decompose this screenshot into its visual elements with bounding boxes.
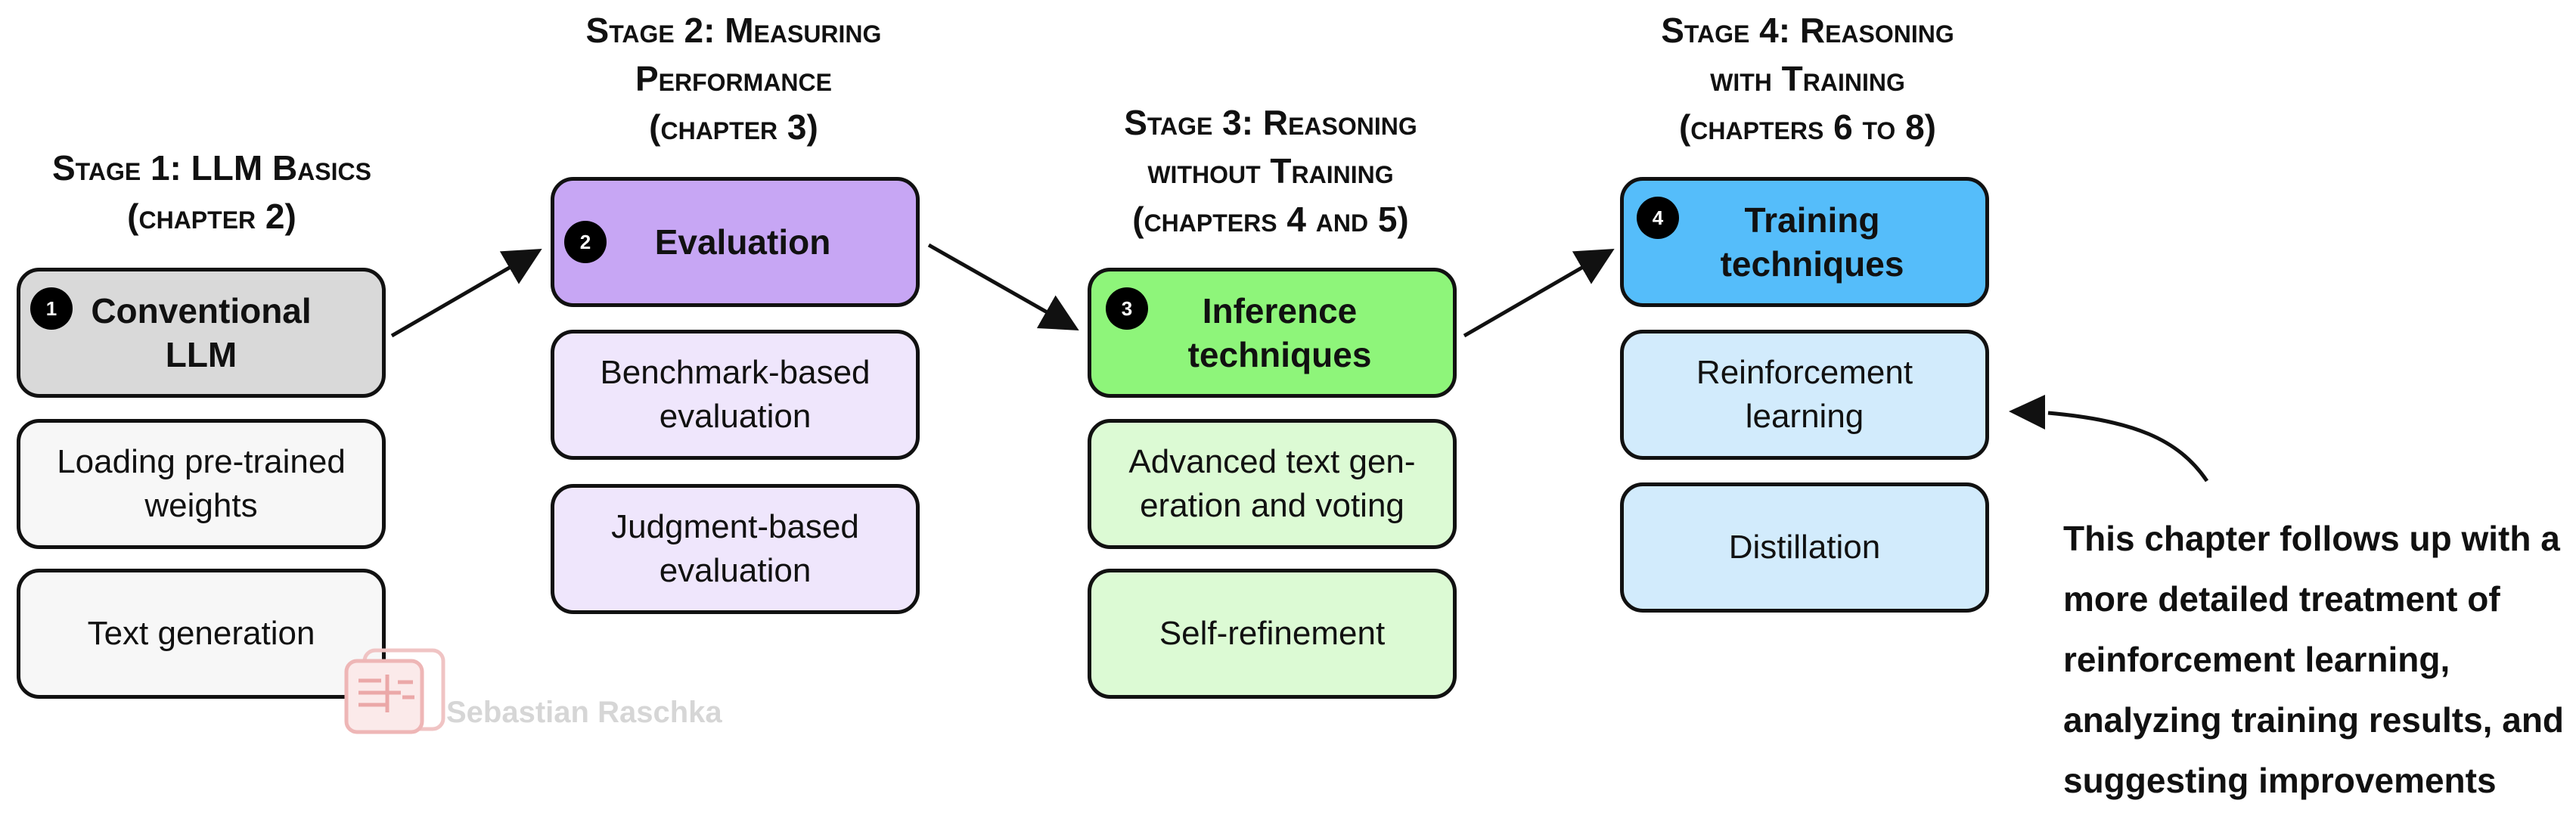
stage-1-number-badge: 1 xyxy=(30,287,73,330)
stage-2-title-line-3: (chapter 3) xyxy=(649,107,818,147)
watermark-text: Sebastian Raschka xyxy=(446,696,722,729)
stage-4-number-badge: 4 xyxy=(1637,197,1679,239)
stage-2-sub-1-line-2: evaluation xyxy=(659,398,812,435)
stage-4-title-line-3: (chapters 6 to 8) xyxy=(1678,107,1937,147)
arrow-stage-3-to-4 xyxy=(1463,248,1615,338)
seal-icon xyxy=(344,648,445,734)
stage-4-main-line-1: Training xyxy=(1744,200,1880,240)
stage-4-title-line-2: with Training xyxy=(1710,59,1905,98)
stage-3-title: Stage 3: Reasoning without Training (cha… xyxy=(1059,98,1482,244)
note-line-1: This chapter follows up with a xyxy=(2063,519,2560,558)
stage-2-sub-1-line-1: Benchmark-based xyxy=(600,354,871,391)
stage-2-sub-box-1: Benchmark-based evaluation xyxy=(551,330,920,460)
stage-3-title-line-2: without Training xyxy=(1147,151,1394,191)
callout-curve xyxy=(2047,411,2209,482)
stage-4-title: Stage 4: Reasoning with Training (chapte… xyxy=(1596,6,2019,151)
stage-1-title: Stage 1: LLM Basics (chapter 2) xyxy=(0,144,424,240)
stage-1-sub-box-2: Text generation xyxy=(17,569,386,699)
stage-2-title-line-2: Performance xyxy=(635,59,832,98)
stage-2-sub-box-2: Judgment-based evaluation xyxy=(551,484,920,614)
stage-1-sub-2-line-1: Text generation xyxy=(87,615,315,652)
callout-note: This chapter follows up with a more deta… xyxy=(2063,508,2571,811)
stage-3-sub-1-line-2: eration and voting xyxy=(1140,487,1404,524)
note-line-5: suggesting improvements xyxy=(2063,761,2497,800)
stage-4-sub-2-line-1: Distillation xyxy=(1728,529,1881,566)
callout-arrowhead-icon xyxy=(2009,395,2045,430)
arrow-stage-1-to-2 xyxy=(390,248,542,338)
note-line-2: more detailed treatment of xyxy=(2063,579,2500,619)
stage-2-number-badge: 2 xyxy=(564,221,607,263)
stage-2-sub-2-line-1: Judgment-based xyxy=(611,508,859,545)
stage-3-main-line-1: Inference xyxy=(1202,291,1358,330)
stage-1-title-line-2: (chapter 2) xyxy=(127,197,296,236)
stage-4-main-box: Training techniques xyxy=(1620,177,1989,307)
stage-1-sub-1-line-1: Loading pre-trained xyxy=(57,443,346,480)
stage-3-title-line-1: Stage 3: Reasoning xyxy=(1124,103,1417,142)
stage-4-sub-1-line-2: learning xyxy=(1745,398,1864,435)
stage-3-sub-2-line-1: Self-refinement xyxy=(1159,615,1386,652)
stage-4-main-line-2: techniques xyxy=(1720,244,1904,284)
stage-1-main-line-1: Conventional xyxy=(91,291,312,330)
stage-3-number-badge: 3 xyxy=(1106,287,1148,330)
arrow-stage-2-to-3 xyxy=(927,243,1079,330)
stage-4-sub-box-2: Distillation xyxy=(1620,482,1989,613)
stage-2-sub-2-line-2: evaluation xyxy=(659,552,812,589)
stage-3-main-line-2: techniques xyxy=(1187,335,1372,374)
stage-2-main-line-1: Evaluation xyxy=(654,222,831,262)
stage-1-sub-1-line-2: weights xyxy=(144,487,258,524)
stage-2-main-box: Evaluation xyxy=(551,177,920,307)
stage-1-main-box: Conventional LLM xyxy=(17,268,386,398)
stage-3-main-box: Inference techniques xyxy=(1088,268,1457,398)
stage-1-sub-box-1: Loading pre-trained weights xyxy=(17,419,386,549)
stage-1-title-line-1: Stage 1: LLM Basics xyxy=(52,148,371,188)
stage-2-title-line-1: Stage 2: Measuring xyxy=(585,11,882,50)
stage-4-sub-box-1: Reinforcement learning xyxy=(1620,330,1989,460)
stage-2-title: Stage 2: Measuring Performance (chapter … xyxy=(522,6,945,151)
stage-3-sub-box-1: Advanced text gen- eration and voting xyxy=(1088,419,1457,549)
stage-1-main-line-2: LLM xyxy=(165,335,237,374)
stage-4-title-line-1: Stage 4: Reasoning xyxy=(1661,11,1954,50)
note-line-4: analyzing training results, and xyxy=(2063,700,2565,740)
stage-1-main-label: Conventional LLM xyxy=(91,289,311,377)
stage-3-sub-box-2: Self-refinement xyxy=(1088,569,1457,699)
stage-4-sub-1-line-1: Reinforcement xyxy=(1696,354,1913,391)
note-line-3: reinforcement learning, xyxy=(2063,640,2450,679)
stage-3-title-line-3: (chapters 4 and 5) xyxy=(1132,200,1409,239)
stage-3-sub-1-line-1: Advanced text gen- xyxy=(1128,443,1416,480)
